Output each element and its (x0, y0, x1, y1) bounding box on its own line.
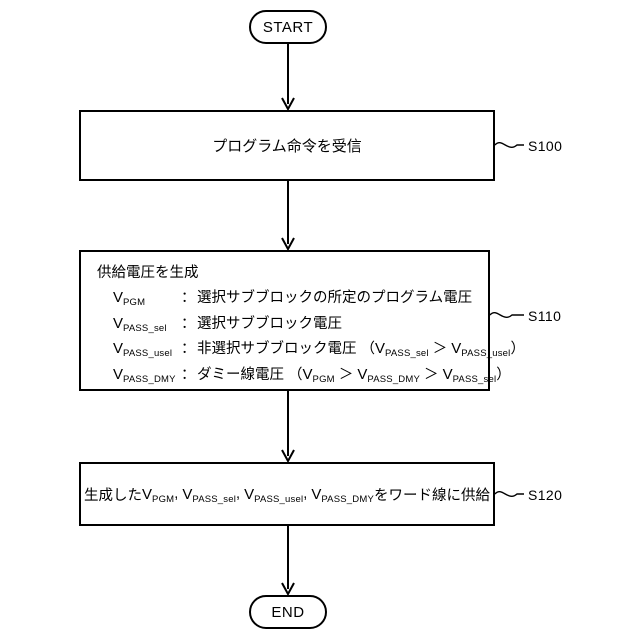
process-s120-prefix: 生成した (84, 487, 143, 504)
voltage-subscript-pass-sel: PASS_sel (123, 322, 167, 334)
step-ref-s120: S120 (528, 487, 563, 503)
voltage-definition-list: 供給電圧を生成 VPGM ： 選択サブブロックの所定のプログラム電圧 VPASS… (95, 261, 525, 390)
process-box-s100: プログラム命令を受信 (79, 110, 495, 181)
voltage-colon-vpgm: ： (181, 290, 196, 306)
voltage-row-vpass-usel: VPASS_usel ： 非選択サブブロック電圧 （VPASS_sel ＞ VP… (95, 339, 525, 360)
process-s110-title: 供給電圧を生成 (97, 265, 199, 281)
voltage-symbol-vpass-sel: VPASS_sel (113, 314, 167, 334)
cond-sub-pass-usel-a: PASS_usel (461, 348, 511, 360)
s120-sub-pass-usel: PASS_usel (254, 493, 304, 505)
s120-symbol-vpass-dmy: VPASS_DMY (311, 485, 374, 505)
voltage-condition-vpass-usel: （VPASS_sel ＞ VPASS_usel） (360, 340, 525, 360)
arrowhead-s110-to-s120 (281, 449, 295, 464)
cond-sub-pgm-b: PGM (312, 373, 335, 385)
s120-symbol-vpass-usel: VPASS_usel (244, 485, 304, 505)
s120-comma-3: , (303, 486, 312, 502)
voltage-symbol-vpass-usel: VPASS_usel (113, 340, 173, 360)
voltage-desc-text-vpass-dmy: ダミー線電圧 (197, 366, 284, 383)
voltage-colon-vpass-usel: ： (181, 341, 196, 358)
voltage-colon-vpass-dmy: ： (181, 366, 196, 383)
step-ref-s110: S110 (528, 308, 562, 324)
voltage-desc-vpass-sel: 選択サブブロック電圧 (197, 315, 342, 332)
s120-sub-pass-dmy: PASS_DMY (321, 493, 374, 505)
process-s100-text: プログラム命令を受信 (212, 138, 362, 155)
s120-sub-pgm: PGM (152, 493, 175, 505)
voltage-desc-vpass-usel: 非選択サブブロック電圧 （VPASS_sel ＞ VPASS_usel） (197, 339, 525, 360)
s120-comma-2: , (236, 486, 245, 502)
voltage-colon-vpass-sel: ： (181, 315, 196, 332)
leader-line-s100 (494, 142, 524, 148)
s120-sub-pass-sel: PASS_sel (192, 493, 237, 505)
end-terminal: END (249, 595, 327, 629)
cond-sub-pass-dmy-b: PASS_DMY (367, 373, 421, 385)
arrowhead-start-to-s100 (281, 97, 295, 112)
voltage-subscript-pgm: PGM (123, 297, 146, 308)
voltage-row-vpass-sel: VPASS_sel ： 選択サブブロック電圧 (95, 314, 480, 335)
step-ref-s100: S100 (528, 138, 563, 154)
voltage-desc-vpgm: 選択サブブロックの所定のプログラム電圧 (197, 290, 473, 306)
voltage-desc-vpass-dmy: ダミー線電圧 （VPGM ＞ VPASS_DMY ＞ VPASS_sel） (197, 365, 511, 386)
voltage-subscript-pass-dmy: PASS_DMY (123, 373, 176, 385)
end-label: END (271, 603, 305, 621)
leader-line-s120 (494, 491, 524, 497)
cond-sub-pass-sel-a: PASS_sel (385, 348, 429, 360)
voltage-symbol-vpass-dmy: VPASS_DMY (113, 365, 176, 385)
process-box-s110: 供給電圧を生成 VPGM ： 選択サブブロックの所定のプログラム電圧 VPASS… (79, 250, 525, 391)
voltage-condition-vpass-dmy: （VPGM ＞ VPASS_DMY ＞ VPASS_sel） (288, 365, 511, 385)
process-s100-text-wrap: プログラム命令を受信 (81, 112, 493, 179)
leader-line-s110 (489, 312, 524, 318)
s120-symbol-vpass-sel: VPASS_sel (182, 485, 237, 505)
s120-comma-1: , (174, 486, 183, 502)
start-terminal: START (249, 10, 327, 44)
voltage-symbol-vpgm: VPGM (113, 289, 146, 308)
arrowhead-s100-to-s110 (281, 237, 295, 252)
cond-sub-pass-sel-b: PASS_sel (452, 373, 497, 385)
start-label: START (262, 18, 314, 36)
arrowhead-s120-to-end (281, 582, 295, 597)
s120-symbol-vpgm: VPGM (142, 485, 175, 505)
voltage-row-vpass-dmy: VPASS_DMY ： ダミー線電圧 （VPGM ＞ VPASS_DMY ＞ V… (95, 365, 511, 386)
voltage-desc-text-vpass-usel: 非選択サブブロック電圧 (197, 341, 357, 358)
voltage-row-vpgm: VPGM ： 選択サブブロックの所定のプログラム電圧 (95, 288, 480, 309)
voltage-subscript-pass-usel: PASS_usel (123, 348, 173, 360)
process-s120-suffix: をワード線に供給 (373, 487, 490, 504)
